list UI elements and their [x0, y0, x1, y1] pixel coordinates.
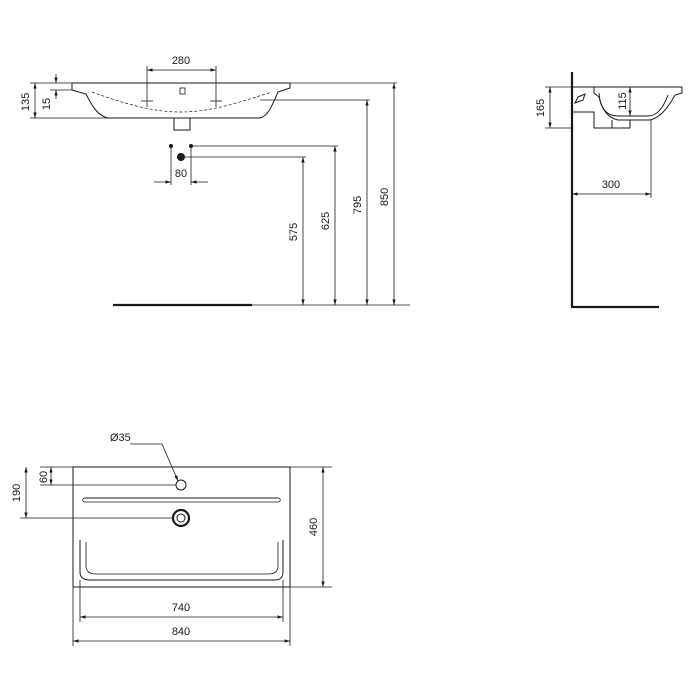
dim-waste-height: 575 — [288, 223, 300, 241]
plan-dim-waste-offset: 190 — [11, 484, 23, 502]
side-dim-waste-offset: 300 — [602, 179, 620, 191]
dim-waste-spacing: 80 — [175, 168, 187, 180]
dim-inlet-height: 625 — [320, 212, 332, 230]
front-tap-hole-left — [141, 95, 153, 107]
plan-dim-depth: 460 — [308, 518, 320, 536]
side-dim-bowl-depth: 115 — [617, 92, 629, 110]
front-bowl-hidden-line — [91, 91, 273, 113]
dim-tap-holes: 280 — [172, 55, 190, 67]
front-tap-hole-right — [210, 95, 222, 107]
side-wall — [570, 72, 659, 309]
dim-rim: 15 — [41, 98, 53, 110]
dim-top-height: 850 — [379, 188, 391, 206]
side-waste — [611, 120, 631, 129]
side-dim-depth: 165 — [535, 99, 547, 117]
dim-overall-height: 135 — [20, 93, 32, 111]
plan-view: Ø35 60 190 460 740 840 — [11, 432, 332, 646]
plan-waste-inner — [176, 513, 186, 523]
plan-tap-hole — [175, 479, 187, 491]
dim-rim-height: 795 — [352, 196, 364, 214]
side-back-panel — [572, 111, 612, 129]
front-overflow-mark — [179, 87, 186, 95]
dim-tap-hole-diameter: Ø35 — [110, 432, 131, 444]
waste-point — [177, 153, 185, 161]
side-bowl-inner — [598, 92, 669, 117]
front-basin-outline — [71, 82, 291, 119]
plan-dim-tap-hole-offset: 60 — [38, 471, 50, 483]
front-waste-outlet — [173, 118, 191, 131]
front-view: 280 135 15 80 575 625 — [20, 55, 410, 307]
plan-outer-outline — [72, 466, 291, 588]
side-tap-profile — [573, 93, 586, 104]
side-view: 165 115 300 — [535, 72, 683, 309]
plan-dim-overall-width: 840 — [172, 626, 190, 638]
plan-dim-inner-width: 740 — [172, 602, 190, 614]
plan-bowl-outline — [79, 540, 284, 581]
plan-waste-outer — [171, 508, 191, 528]
